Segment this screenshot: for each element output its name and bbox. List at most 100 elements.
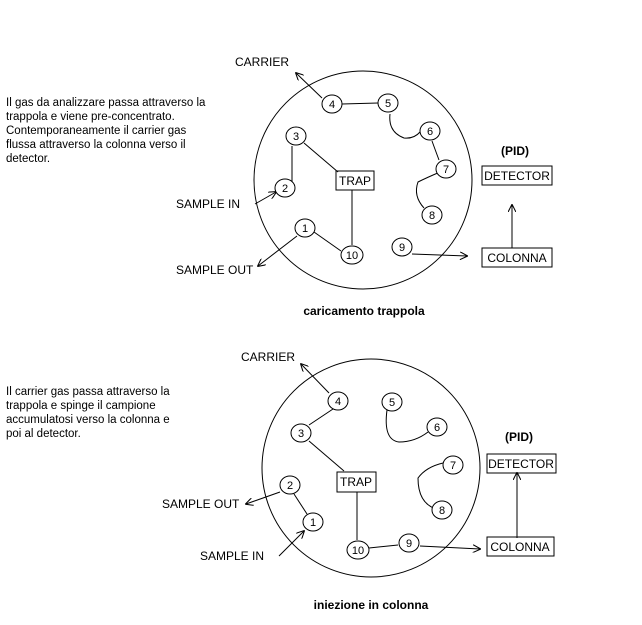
top-diagram [253,70,553,290]
top-port-9 [391,237,413,257]
bottom-trap-box [336,471,377,493]
bottom-port-8 [431,500,453,520]
top-carrier-line [296,73,323,99]
bottom-port-4 [327,391,349,411]
bottom-port-label: 1 [310,517,316,529]
top-link-6-7 [431,140,440,161]
top-carrier-label: CARRIER [235,55,289,69]
bottom-link-4-3 [308,408,334,426]
bottom-port-label: 2 [287,480,293,492]
bottom-port-9 [398,533,420,553]
top-description-line: flussa attraverso la colonna verso il [6,139,186,151]
bottom-link-3-trap [308,440,345,472]
bottom-sample-in-label: SAMPLE IN [200,549,264,563]
top-link-1-10 [313,231,342,252]
top-sample-out-line [258,235,298,266]
top-port-label: 8 [429,210,435,222]
top-link-3-trap [303,142,339,173]
top-port-label: 1 [302,223,308,235]
top-port-4 [321,94,343,114]
top-link-5-6 [389,113,421,139]
bottom-port-label: 8 [439,505,445,517]
bottom-detector-label: DETECTOR [488,457,554,471]
bottom-trap-label: TRAP [340,475,372,489]
top-colonna-label: COLONNA [487,251,546,265]
bottom-pid-label: (PID) [505,430,533,444]
top-description-line: Contemporaneamente il carrier gas [6,125,187,137]
top-port-6 [419,121,441,141]
top-link-4-5 [341,102,379,105]
top-description: Il gas da analizzare passa attraverso la… [6,96,256,166]
bottom-link-10-9 [368,544,399,549]
bottom-port-label: 4 [335,396,341,408]
bottom-colonna-box [486,536,555,557]
top-text: 4 5 6 7 8 9 10 1 2 3 CARRIER SAMPLE IN S… [176,55,550,318]
top-port-label: 3 [293,131,299,143]
top-port-3 [285,126,307,146]
bottom-port-2 [279,475,301,495]
top-port-1 [294,218,316,238]
top-port-label: 4 [329,99,335,111]
bottom-port-5 [381,392,403,412]
bottom-port-label: 3 [298,428,304,440]
bottom-sample-in-line [278,531,304,557]
bottom-port-label: 10 [352,545,364,557]
bottom-description: Il carrier gas passa attraverso la trapp… [6,385,196,441]
top-port-7 [435,159,457,179]
bottom-port-label: 5 [389,397,395,409]
top-detector-label: DETECTOR [484,169,550,183]
top-valve-body [253,70,473,290]
bottom-9-colonna-line [419,546,480,549]
bottom-valve-body [261,358,481,578]
top-description-line: trappola e viene pre-concentrato. [6,111,175,123]
top-sample-out-label: SAMPLE OUT [176,263,254,277]
top-detector-box [481,165,553,186]
bottom-colonna-label: COLONNA [490,540,549,554]
bottom-description-line: trappola e spinge il campione [6,400,156,412]
bottom-description-line: accumulatosi verso la colonna e [6,414,170,426]
top-link-7-8 [416,171,441,209]
top-sample-in-label: SAMPLE IN [176,197,240,211]
top-trap-label: TRAP [339,174,371,188]
bottom-port-3 [290,423,312,443]
bottom-port-label: 7 [450,460,456,472]
bottom-diagram [246,358,557,578]
bottom-link-5-6 [385,409,429,443]
top-port-5 [377,93,399,113]
bottom-link-2-1 [293,493,308,515]
bottom-port-6 [426,417,448,437]
bottom-port-10 [346,540,370,560]
top-port-label: 5 [385,98,391,110]
top-pid-label: (PID) [501,144,529,158]
top-colonna-box [481,247,553,268]
top-port-label: 2 [282,183,288,195]
top-port-label: 10 [346,250,358,262]
top-description-line: detector. [6,153,51,165]
bottom-port-label: 9 [406,538,412,550]
bottom-description-line: poi al detector. [6,428,81,440]
top-caption: caricamento trappola [303,304,425,318]
bottom-text: 4 5 6 7 8 9 10 1 2 3 CARRIER SAMPLE OUT … [162,350,554,612]
bottom-sample-out-line [246,491,281,504]
top-port-label: 6 [427,126,433,138]
top-trap-box [335,170,375,191]
bottom-carrier-line [301,364,330,394]
top-description-line: Il gas da analizzare passa attraverso la [6,97,206,109]
top-port-10 [340,245,364,265]
bottom-port-label: 6 [434,422,440,434]
top-port-label: 9 [399,242,405,254]
bottom-carrier-label: CARRIER [241,350,295,364]
bottom-link-7-8 [417,462,444,510]
bottom-description-line: Il carrier gas passa attraverso la [6,386,170,398]
top-sample-in-line [254,192,276,205]
bottom-sample-out-label: SAMPLE OUT [162,497,240,511]
top-port-8 [421,205,443,225]
bottom-port-1 [302,512,324,532]
bottom-detector-box [486,453,557,474]
bottom-port-7 [442,455,464,475]
top-port-2 [274,178,296,198]
top-port-label: 7 [443,164,449,176]
bottom-caption: iniezione in colonna [314,598,429,612]
top-9-colonna-line [411,254,467,256]
